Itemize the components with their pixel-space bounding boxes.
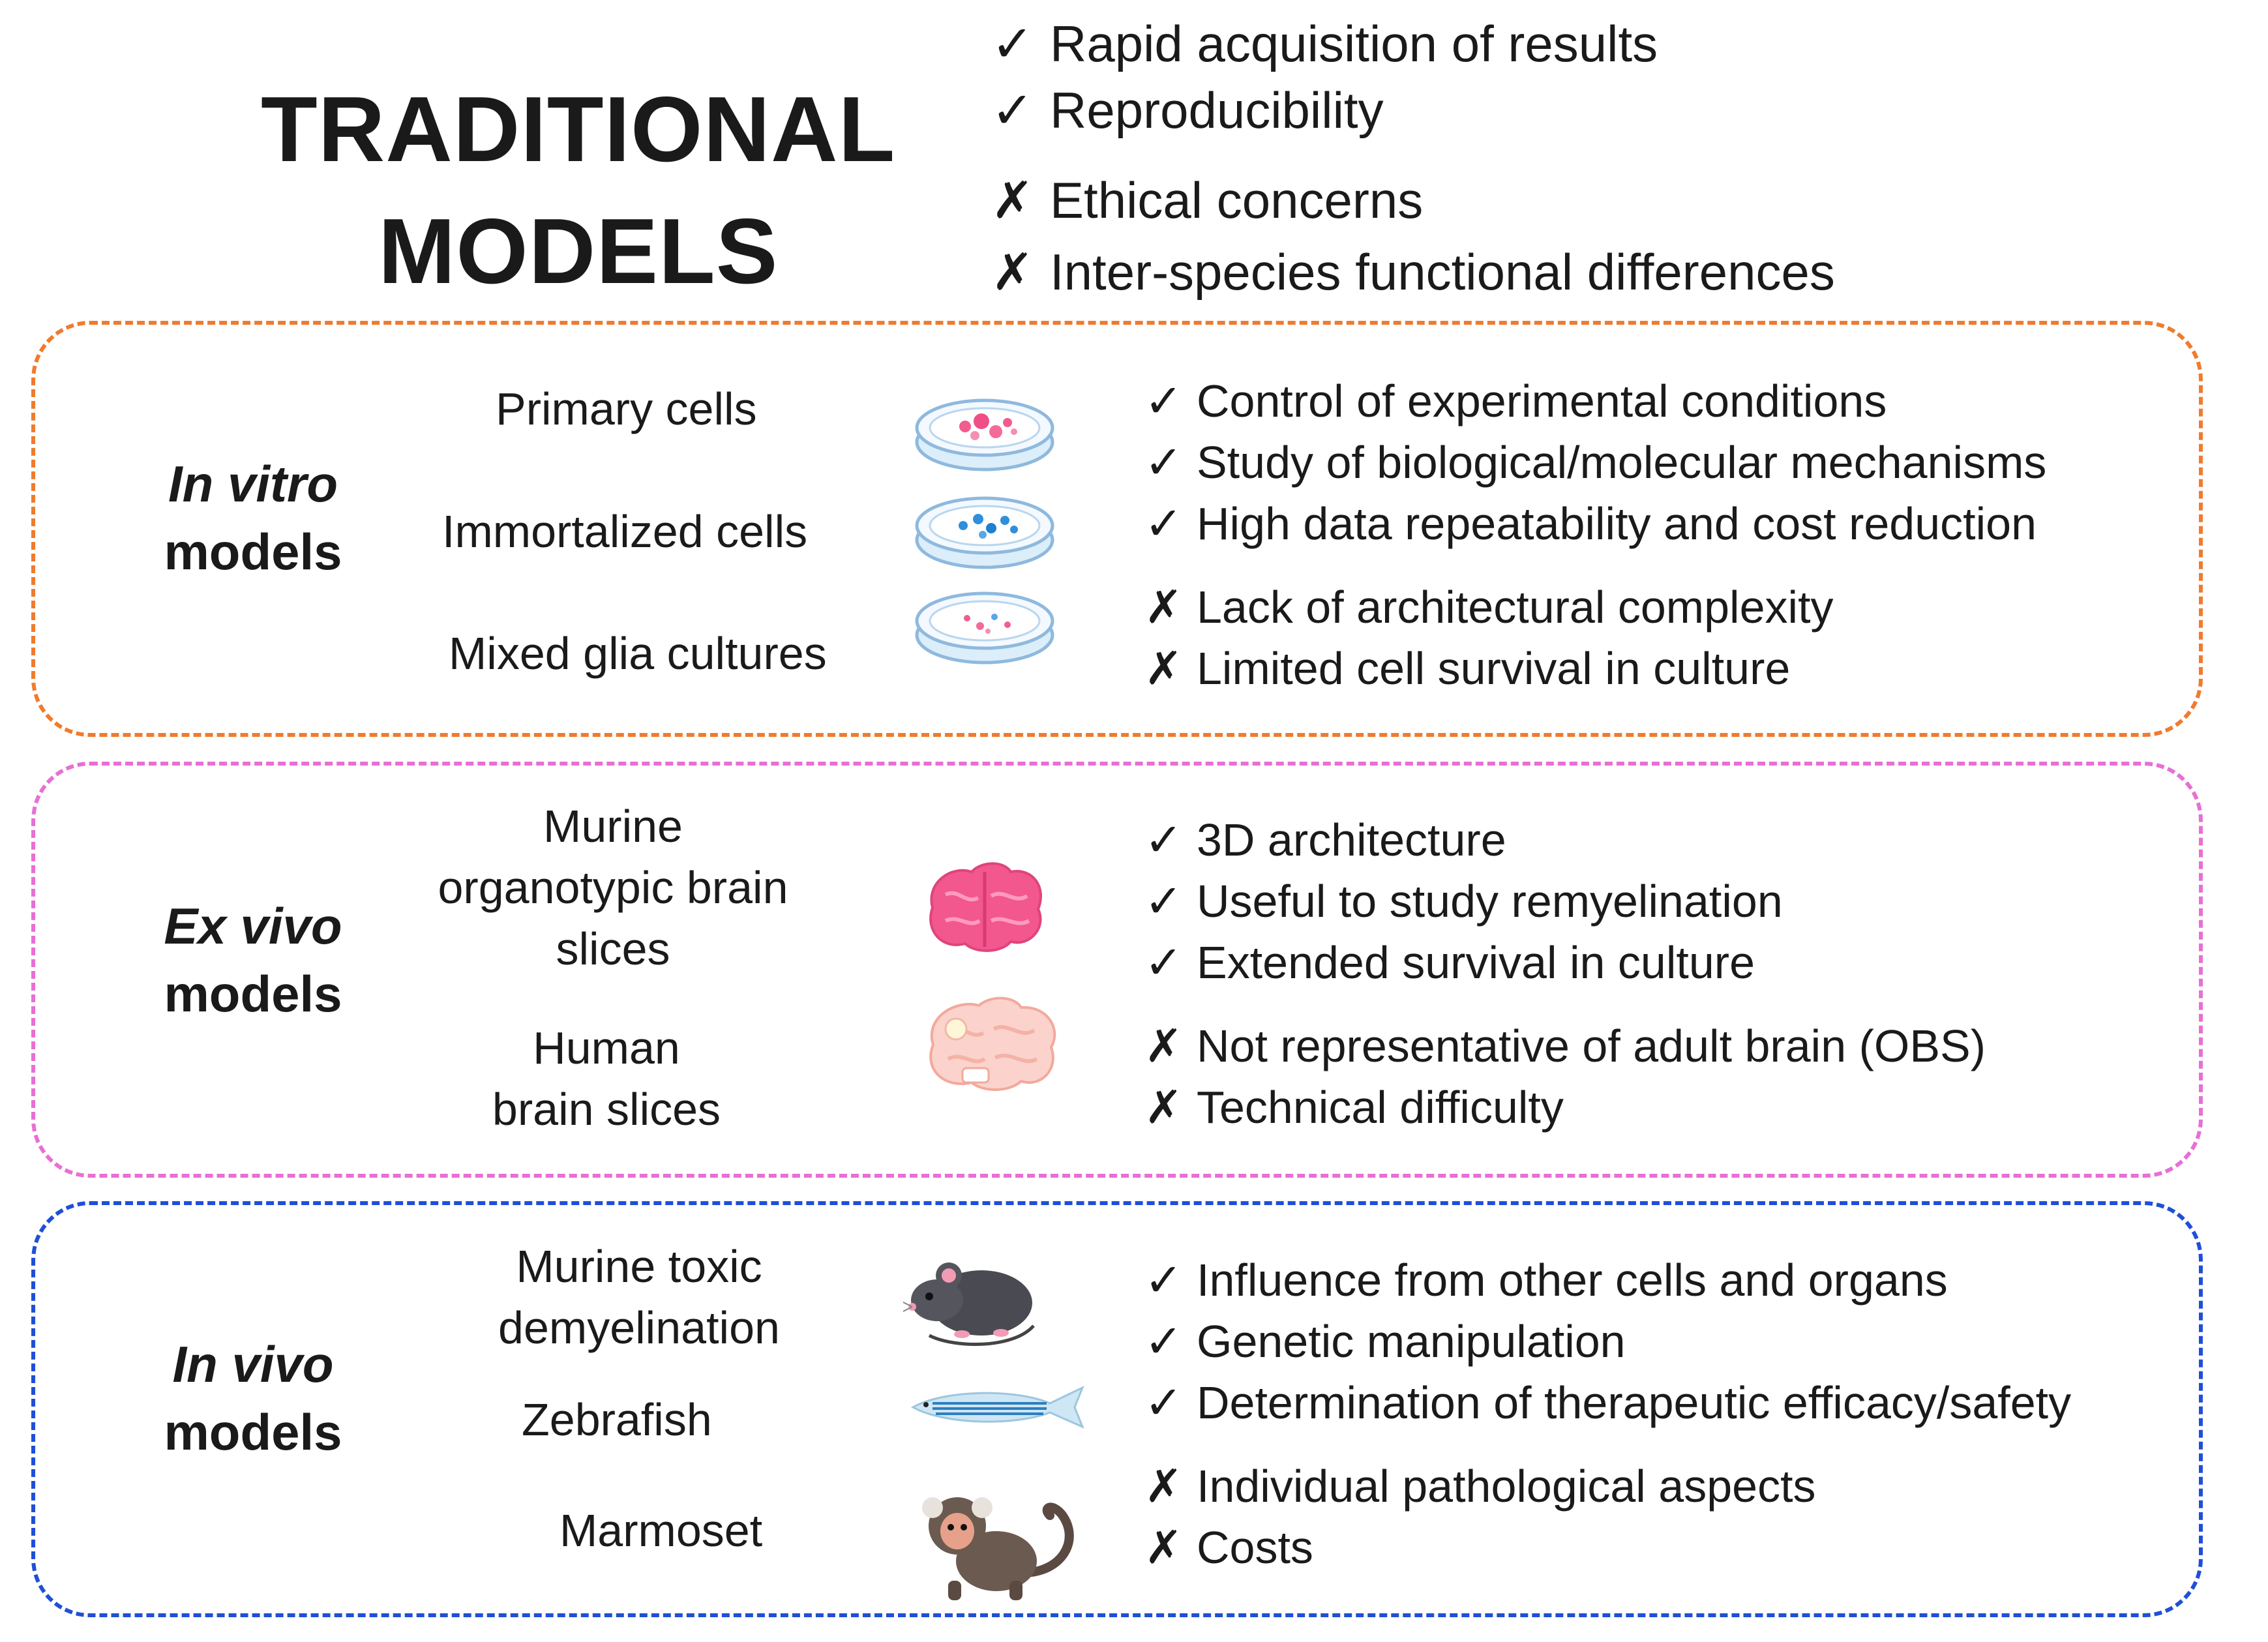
model-text-line: Murine: [543, 801, 683, 852]
check-icon: ✓: [1144, 437, 1183, 488]
ex-vivo-pro-item: ✓ Useful to study remyelination: [1144, 878, 1783, 924]
section-label-line2: models: [164, 523, 342, 580]
con-text: Technical difficulty: [1197, 1082, 1564, 1133]
model-text-line: Human: [533, 1023, 680, 1073]
model-murine-organotypic-slices: Murine organotypic brain slices: [417, 796, 809, 979]
check-icon: ✓: [1144, 1255, 1183, 1306]
mouse-icon: [903, 1262, 1035, 1347]
header-pro-item: ✓ Rapid acquisition of results: [991, 18, 1658, 69]
check-icon: ✓: [991, 15, 1034, 72]
in-vivo-pro-item: ✓ Genetic manipulation: [1144, 1319, 1626, 1364]
section-label-line2: models: [164, 1403, 342, 1461]
header-con-item: ✗ Ethical concerns: [991, 175, 1423, 226]
section-label-line1: In vivo: [172, 1336, 334, 1393]
header-pro-text: Reproducibility: [1050, 82, 1384, 139]
pro-text: 3D architecture: [1197, 814, 1506, 865]
petri-dish-mixed-cells-icon: [915, 591, 1054, 664]
petri-dish-pink-cells-icon: [915, 398, 1054, 471]
ex-vivo-con-item: ✗ Not representative of adult brain (OBS): [1144, 1023, 1986, 1069]
ex-vivo-pro-item: ✓ Extended survival in culture: [1144, 940, 1755, 985]
title-line-1: TRADITIONAL: [261, 78, 896, 181]
pro-text: Study of biological/molecular mechanisms: [1197, 437, 2047, 488]
check-icon: ✓: [1144, 498, 1183, 549]
model-zebrafish: Zebrafish: [522, 1394, 712, 1445]
con-text: Individual pathological aspects: [1197, 1461, 1816, 1512]
in-vivo-pro-item: ✓ Determination of therapeutic efficacy/s…: [1144, 1380, 2071, 1426]
con-text: Limited cell survival in culture: [1197, 643, 1791, 694]
cross-icon: ✗: [991, 243, 1034, 301]
model-text-line: organotypic brain: [438, 862, 788, 913]
cross-icon: ✗: [1144, 1082, 1183, 1133]
section-label-line1: Ex vivo: [164, 897, 342, 955]
in-vitro-pro-item: ✓ High data repeatability and cost reduct…: [1144, 501, 2037, 546]
in-vitro-pro-item: ✓ Control of experimental conditions: [1144, 378, 1887, 424]
in-vivo-con-item: ✗ Costs: [1144, 1525, 1313, 1570]
model-marmoset: Marmoset: [560, 1505, 763, 1556]
in-vitro-section-label: In vitro models: [123, 450, 383, 586]
con-text: Costs: [1197, 1522, 1313, 1573]
pro-text: Extended survival in culture: [1197, 937, 1755, 988]
header-con-item: ✗Inter-species functional differences: [991, 246, 1835, 297]
ex-vivo-pro-item: ✓ 3D architecture: [1144, 817, 1506, 863]
cross-icon: ✗: [1144, 1021, 1183, 1071]
header-con-text: Inter-species functional differences: [1050, 243, 1835, 301]
pro-text: High data repeatability and cost reducti…: [1197, 498, 2037, 549]
model-mixed-glia-cultures: Mixed glia cultures: [449, 628, 827, 679]
pro-text: Determination of therapeutic efficacy/sa…: [1197, 1377, 2072, 1428]
title-line-2: MODELS: [378, 200, 779, 303]
header-pro-text: Rapid acquisition of results: [1050, 15, 1658, 72]
model-text-line: slices: [556, 923, 670, 974]
model-text-line: Murine toxic: [516, 1241, 762, 1292]
in-vitro-section-box: [31, 321, 2203, 737]
header-pro-item: ✓ Reproducibility: [991, 85, 1384, 136]
petri-dish-blue-cells-icon: [915, 496, 1054, 569]
check-icon: ✓: [1144, 376, 1183, 426]
pink-brain-icon: [929, 862, 1042, 952]
model-murine-toxic-demyelination: Murine toxic demyelination: [450, 1236, 828, 1358]
model-primary-cells: Primary cells: [496, 383, 757, 434]
check-icon: ✓: [1144, 876, 1183, 927]
check-icon: ✓: [991, 82, 1034, 139]
check-icon: ✓: [1144, 814, 1183, 865]
ex-vivo-con-item: ✗ Technical difficulty: [1144, 1084, 1564, 1130]
cross-icon: ✗: [1144, 1461, 1183, 1512]
marmoset-icon: [922, 1497, 1074, 1600]
con-text: Not representative of adult brain (OBS): [1197, 1021, 1986, 1071]
model-text-line: brain slices: [492, 1084, 721, 1135]
ex-vivo-section-label: Ex vivo models: [123, 892, 383, 1028]
pro-text: Influence from other cells and organs: [1197, 1255, 1948, 1306]
model-human-brain-slices: Human brain slices: [430, 1017, 783, 1140]
in-vitro-con-item: ✗ Lack of architectural complexity: [1144, 584, 1834, 630]
in-vivo-con-item: ✗ Individual pathological aspects: [1144, 1463, 1816, 1509]
in-vivo-section-box: [31, 1201, 2203, 1617]
check-icon: ✓: [1144, 937, 1183, 988]
in-vivo-pro-item: ✓ Influence from other cells and organs: [1144, 1257, 1948, 1303]
check-icon: ✓: [1144, 1316, 1183, 1367]
cross-icon: ✗: [991, 172, 1034, 229]
pro-text: Control of experimental conditions: [1197, 376, 1887, 426]
section-label-line2: models: [164, 965, 342, 1023]
zebrafish-icon: [910, 1385, 1084, 1429]
check-icon: ✓: [1144, 1377, 1183, 1428]
header-con-text: Ethical concerns: [1050, 172, 1424, 229]
cross-icon: ✗: [1144, 1522, 1183, 1573]
pro-text: Useful to study remyelination: [1197, 876, 1783, 927]
cross-icon: ✗: [1144, 643, 1183, 694]
light-brain-icon: [929, 996, 1056, 1091]
in-vitro-pro-item: ✓ Study of biological/molecular mechanism…: [1144, 440, 2046, 485]
ex-vivo-section-box: [31, 762, 2203, 1178]
in-vivo-section-label: In vivo models: [123, 1330, 383, 1466]
model-immortalized-cells: Immortalized cells: [442, 506, 808, 557]
model-text-line: demyelination: [498, 1302, 780, 1353]
section-label-line1: In vitro: [168, 455, 338, 513]
in-vitro-con-item: ✗ Limited cell survival in culture: [1144, 646, 1790, 691]
con-text: Lack of architectural complexity: [1197, 582, 1834, 633]
cross-icon: ✗: [1144, 582, 1183, 633]
pro-text: Genetic manipulation: [1197, 1316, 1626, 1367]
